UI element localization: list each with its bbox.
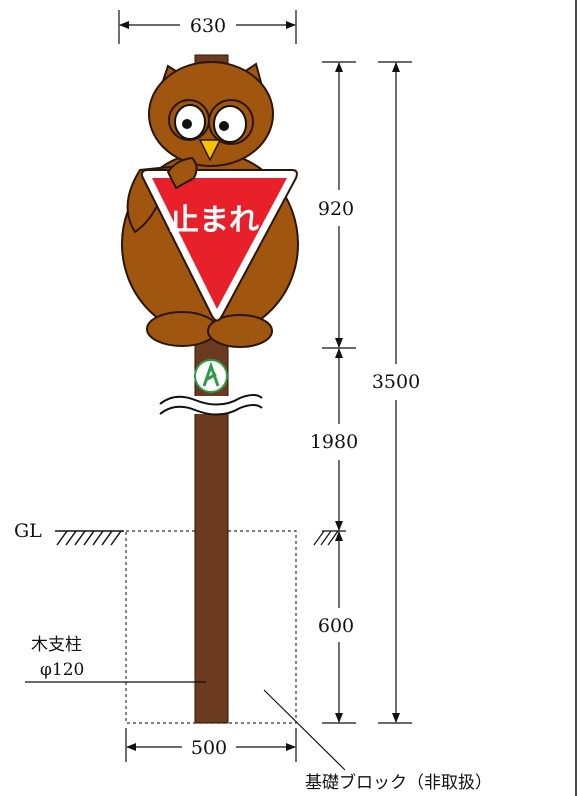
owl-wing-right bbox=[166, 156, 198, 190]
dimension-top-width bbox=[118, 10, 297, 44]
dim-top-width-label: 630 bbox=[190, 15, 226, 37]
forest-certification-badge bbox=[194, 359, 228, 393]
post-diameter-label: φ120 bbox=[40, 660, 84, 680]
break-symbol bbox=[159, 394, 263, 416]
owl-beak bbox=[198, 139, 222, 162]
foundation-block-label: 基礎ブロック（非取扱） bbox=[305, 772, 492, 793]
dim-post-height-label: 1980 bbox=[310, 431, 358, 453]
dim-total-height-label: 3500 bbox=[372, 371, 420, 393]
stop-sign-text: 止まれ bbox=[169, 203, 259, 238]
stop-sign-triangle: 止まれ bbox=[140, 169, 298, 322]
dimension-foundation-width bbox=[125, 728, 297, 762]
ground-line bbox=[55, 530, 124, 546]
post-name-label: 木支柱 bbox=[31, 635, 82, 655]
ground-hatch bbox=[313, 530, 346, 546]
dim-foundation-width-label: 500 bbox=[191, 737, 227, 759]
ground-line-label: GL bbox=[14, 520, 42, 542]
dim-sign-height-label: 920 bbox=[318, 198, 354, 220]
dim-foundation-depth-label: 600 bbox=[318, 615, 354, 637]
dimension-extension-lines bbox=[322, 61, 412, 724]
foundation-leader bbox=[263, 689, 346, 771]
owl-eyes bbox=[174, 104, 247, 143]
